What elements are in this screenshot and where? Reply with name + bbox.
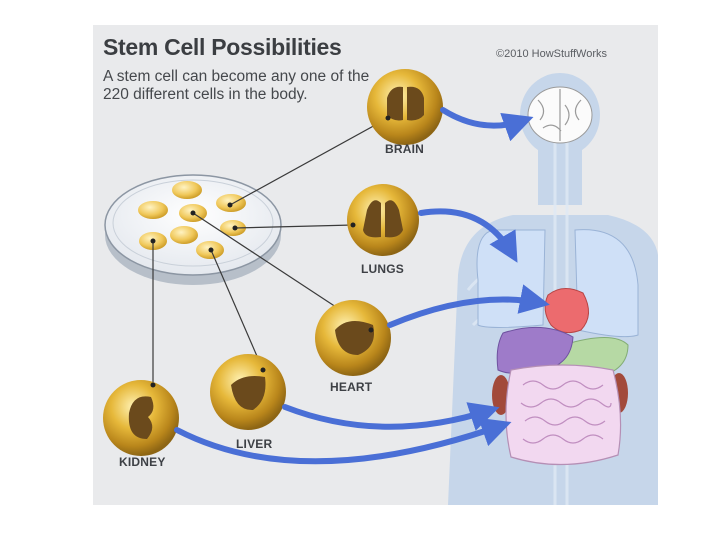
heart-label: HEART	[330, 380, 372, 394]
diagram-subtitle: A stem cell can become any one of the 22…	[103, 68, 393, 104]
heart-cell	[315, 300, 391, 376]
kidney-label: KIDNEY	[119, 455, 166, 469]
stem-cell-figure: Stem Cell Possibilities A stem cell can …	[93, 25, 658, 505]
liver-label: LIVER	[236, 437, 272, 451]
lungs-label: LUNGS	[361, 262, 404, 276]
heart-organ	[545, 288, 588, 332]
lungs-cell	[347, 184, 419, 256]
copyright-notice: ©2010 HowStuffWorks	[496, 48, 607, 60]
diagram-title: Stem Cell Possibilities	[103, 34, 342, 61]
kidney-cell	[103, 380, 179, 456]
liver-cell	[210, 354, 286, 430]
brain-label: BRAIN	[385, 142, 424, 156]
brain-organ	[528, 87, 592, 143]
intestines-organ	[506, 365, 621, 465]
